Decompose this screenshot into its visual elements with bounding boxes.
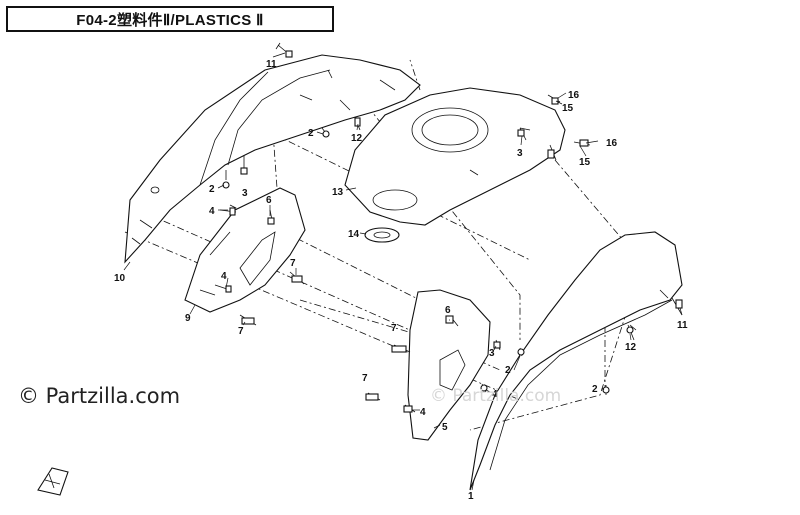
callout-15: 15 [579, 157, 591, 168]
callout-12: 12 [351, 133, 363, 144]
right-inner-panel [407, 289, 491, 441]
callout-2: 2 [209, 184, 215, 195]
left-side-cover [124, 54, 421, 264]
left-inner-panel [184, 187, 306, 313]
right-side-cover [469, 231, 683, 491]
fuel-cap-ring [364, 227, 400, 243]
orientation-arrow-icon [37, 467, 69, 496]
callout-3: 3 [489, 348, 495, 359]
callout-6: 6 [445, 305, 451, 316]
callout-1: 1 [468, 491, 474, 502]
callout-14: 14 [348, 229, 360, 240]
callout-7: 7 [290, 258, 296, 269]
callout-7: 7 [362, 373, 368, 384]
callout-2: 2 [592, 384, 598, 395]
callout-11: 11 [677, 320, 688, 331]
callout-2: 2 [308, 128, 314, 139]
callout-4: 4 [492, 389, 498, 400]
callout-16: 16 [606, 138, 618, 149]
callout-4: 4 [221, 271, 227, 282]
watermark-faint: © Partzilla.com [430, 386, 562, 406]
callout-12: 12 [625, 342, 637, 353]
callout-3: 3 [242, 188, 248, 199]
watermark: © Partzilla.com [18, 384, 181, 408]
tank-cover [344, 87, 566, 226]
callout-4: 4 [209, 206, 215, 217]
callout-leaders [123, 52, 683, 491]
callout-15: 15 [562, 103, 574, 114]
callout-7: 7 [238, 326, 244, 337]
callout-4: 4 [420, 407, 426, 418]
callout-7: 7 [391, 323, 397, 334]
callout-5: 5 [442, 422, 448, 433]
callout-3: 3 [517, 148, 523, 159]
callout-6: 6 [266, 195, 272, 206]
callout-labels: 1 2 2 2 2 3 3 3 4 4 4 4 5 6 6 7 7 7 7 9 … [114, 59, 688, 502]
callout-16: 16 [568, 90, 580, 101]
callout-10: 10 [114, 273, 126, 284]
callout-11: 11 [266, 59, 277, 70]
callout-13: 13 [332, 187, 344, 198]
callout-2: 2 [505, 365, 511, 376]
diagram-title: F04-2塑料件Ⅱ/PLASTICS Ⅱ [6, 6, 334, 32]
fasteners [214, 42, 683, 413]
callout-9: 9 [185, 313, 191, 324]
